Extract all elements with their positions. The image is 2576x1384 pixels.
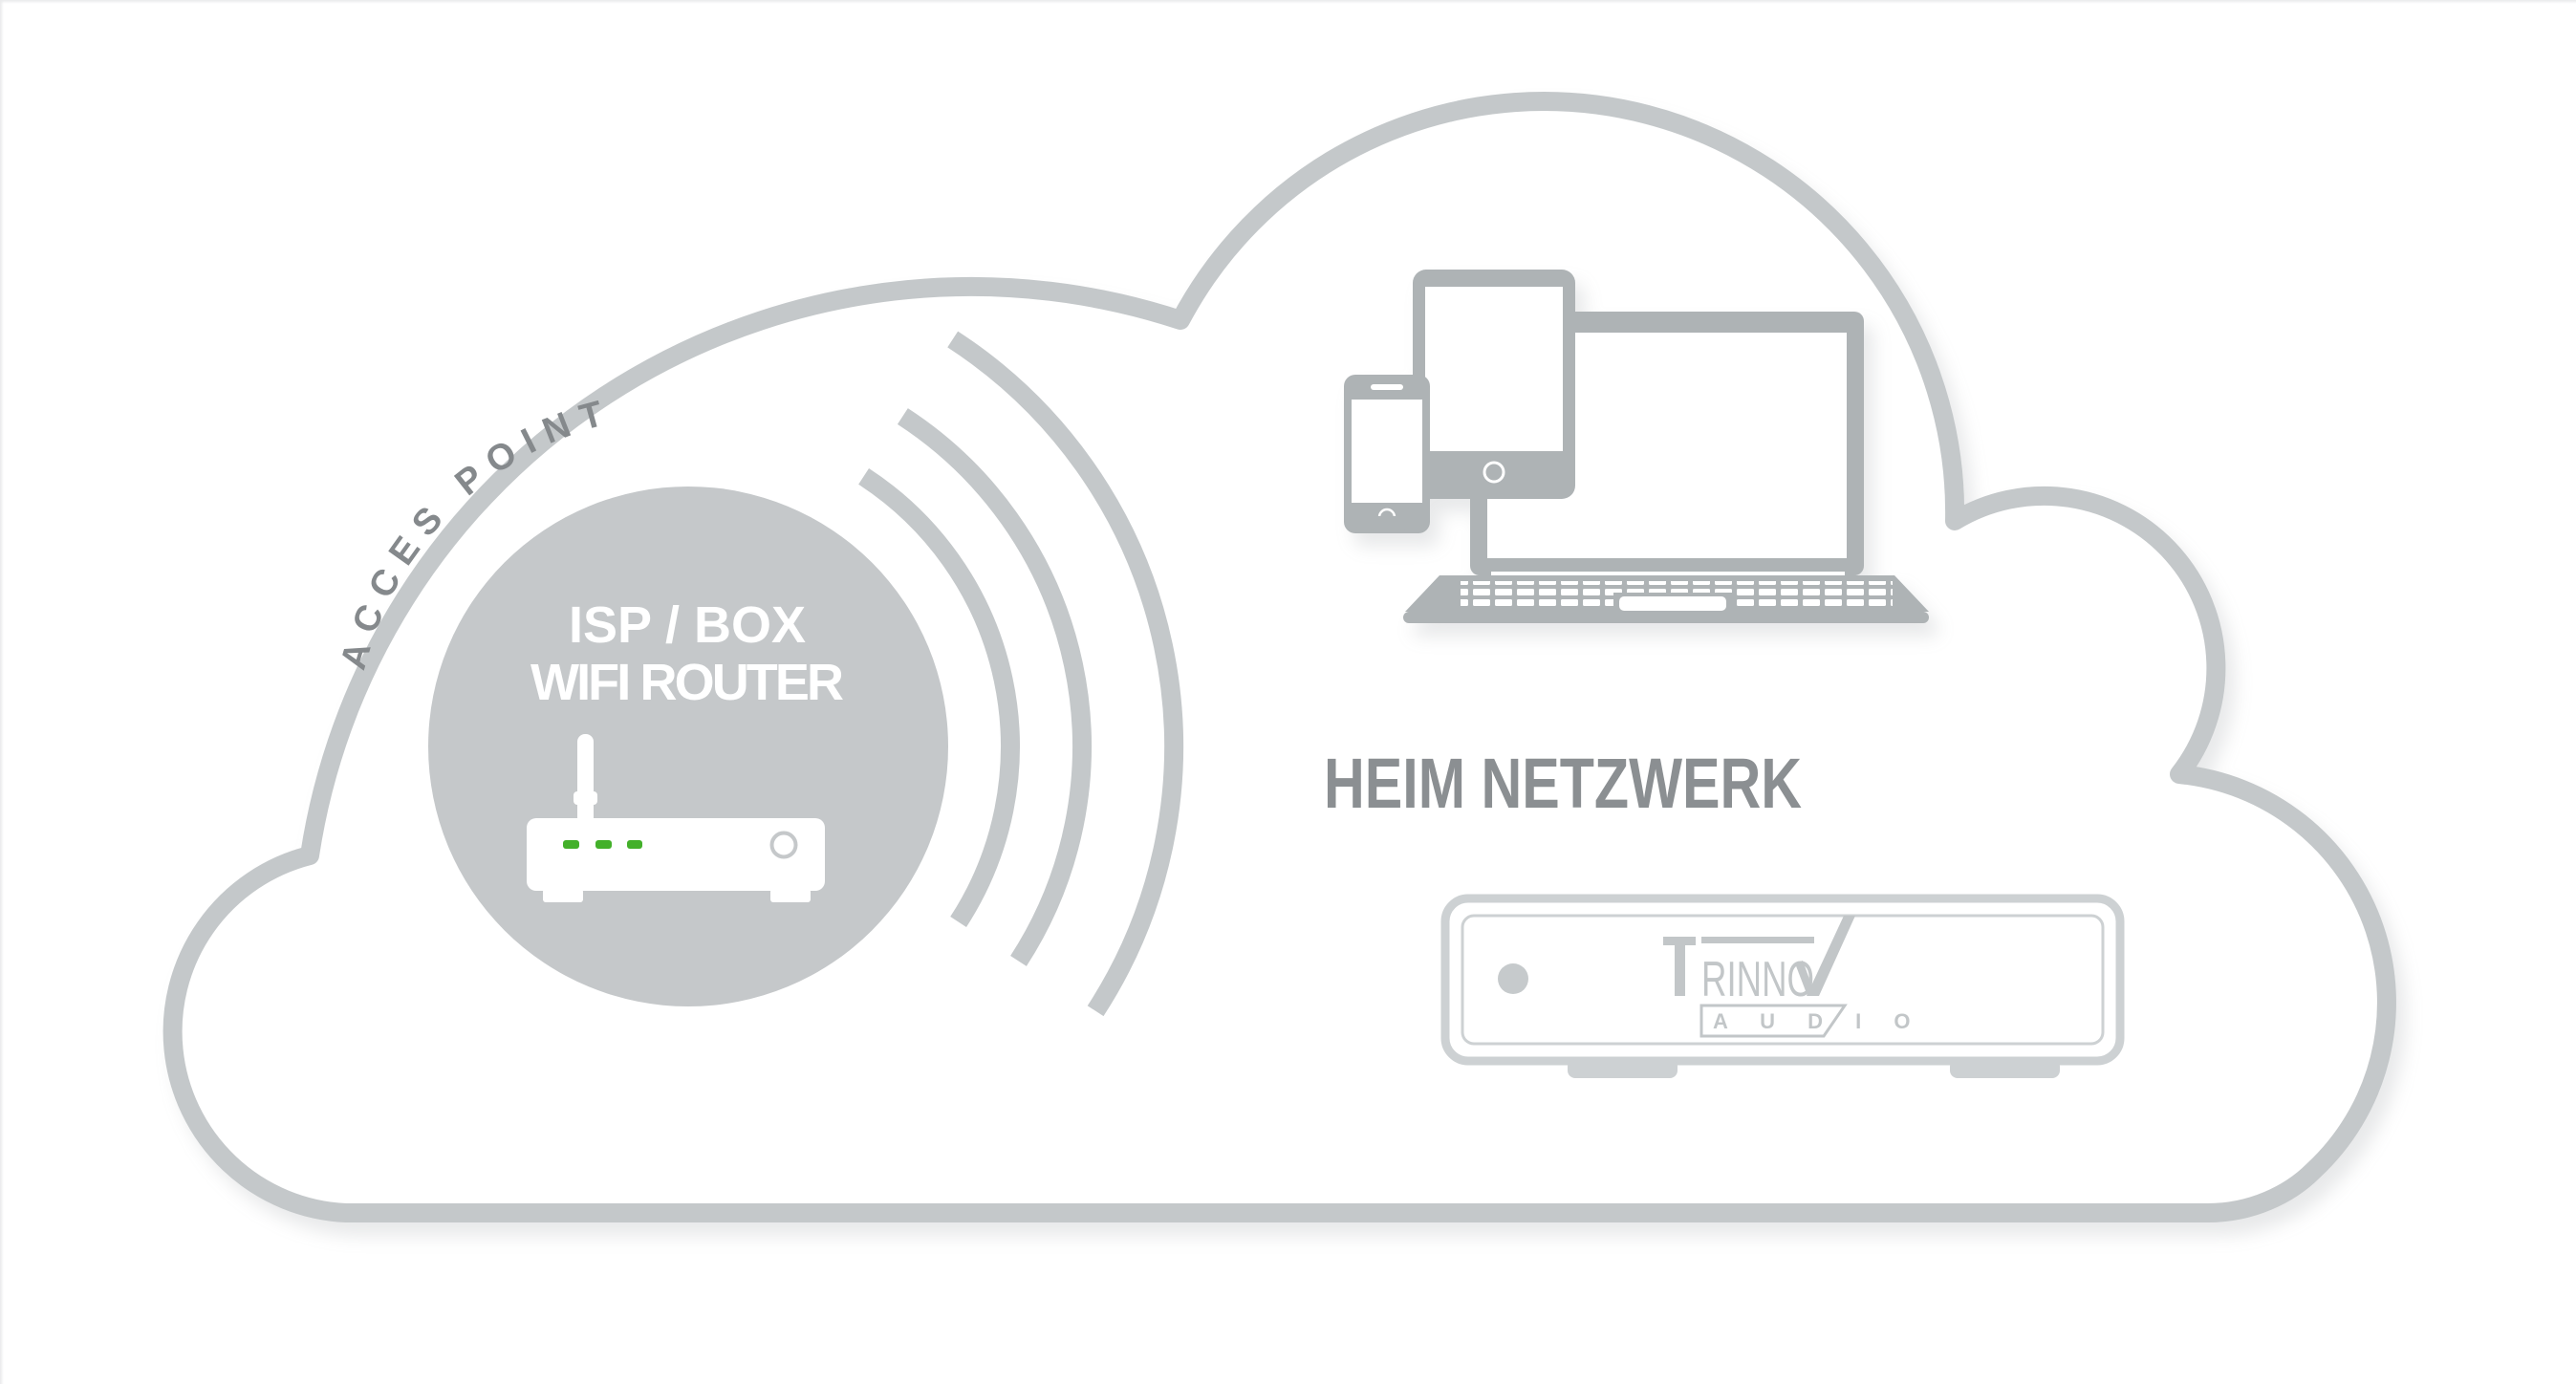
router-foot-right [770,889,811,902]
smartphone-screen [1352,400,1422,503]
wifi-signal-icon [858,331,1184,1017]
logo-check-long-stroke [1807,916,1855,996]
logo-mid-text: RINNO [1701,952,1814,1007]
tablet-home-button [1483,461,1505,484]
logo-audio-band [1699,1004,1848,1038]
smartphone-earpiece [1371,384,1403,390]
router-led-lights [563,840,642,849]
tablet-icon [1413,270,1575,499]
router-body [527,818,825,891]
logo-audio-text: A U D I O [1713,1009,1924,1033]
network-label: HEIM NETZWERK [1324,744,1802,823]
wifi-router-label: WIFI ROUTER [530,654,846,711]
laptop-touchpad [1619,596,1726,611]
processor-foot-right [1950,1059,2060,1078]
processor-power-led [1498,963,1528,994]
smartphone-icon [1344,375,1430,533]
logo-overline [1701,937,1814,943]
trinnov-logo: RINNO A U D I O [1663,916,1924,1038]
logo-t-stem [1675,937,1685,996]
processor-chassis [1440,894,2125,1066]
isp-box-label: ISP / BOX [569,596,808,654]
client-devices [1344,270,1929,623]
router-power-button [769,831,798,859]
processor-foot-left [1568,1059,1678,1078]
trinnov-processor-icon: RINNO A U D I O [1440,894,2125,1078]
smartphone-bottom [1344,516,1430,531]
wifi-router-icon [527,734,825,902]
router-antenna [577,734,594,825]
router-antenna-collar [574,791,597,805]
logo-check-short-stroke [1795,961,1814,996]
router-foot-left [543,889,583,902]
tablet-screen [1425,287,1563,451]
laptop-front-edge [1403,612,1929,623]
processor-faceplate [1461,914,2105,1046]
